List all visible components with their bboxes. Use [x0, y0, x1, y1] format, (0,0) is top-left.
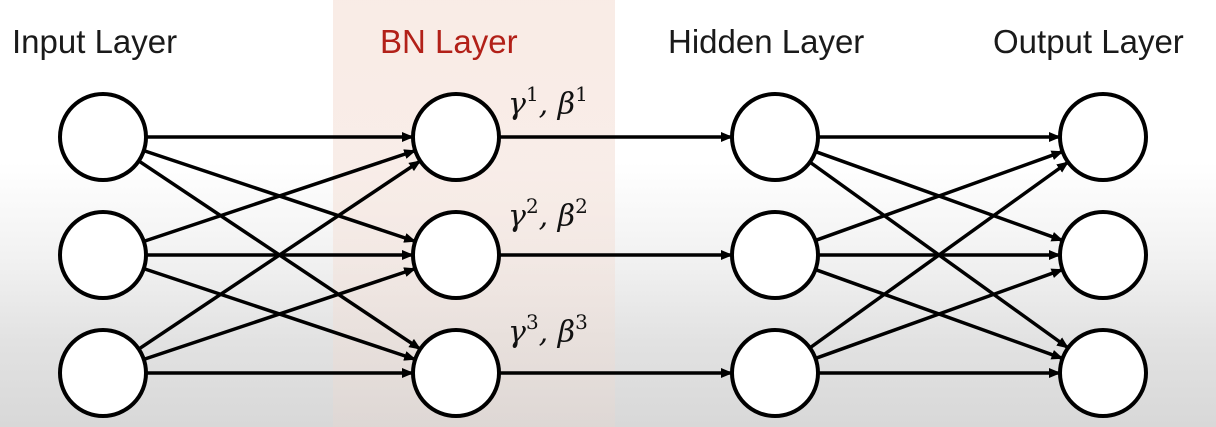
beta-superscript: 2	[575, 194, 588, 218]
edge-input-2-to-bn-1	[143, 148, 417, 244]
hidden-node-2	[730, 210, 820, 300]
bn-node-1	[411, 92, 501, 182]
param-separator: ,	[538, 315, 558, 350]
edge-input-3-to-bn-2	[143, 266, 417, 362]
hidden-layer-title: Hidden Layer	[668, 23, 865, 60]
bn-node-3	[411, 328, 501, 418]
output-node-2	[1058, 210, 1148, 300]
bn-param-label-2: γ2, β2	[508, 196, 588, 234]
gamma-symbol: γ	[508, 199, 526, 234]
beta-symbol: β	[557, 199, 576, 234]
gamma-superscript: 2	[525, 194, 539, 218]
input-node-2	[58, 210, 148, 300]
beta-superscript: 1	[575, 82, 588, 106]
beta-superscript: 3	[575, 310, 588, 334]
edge-input-3-to-bn-1	[137, 159, 422, 351]
gamma-superscript: 1	[525, 82, 539, 106]
gamma-symbol: γ	[508, 315, 526, 350]
bn-layer-title: BN Layer	[380, 23, 518, 60]
hidden-node-1	[730, 92, 820, 182]
output-node-1	[1058, 92, 1148, 182]
bn-param-label-3: γ3, β3	[508, 312, 588, 350]
output-layer-title: Output Layer	[993, 23, 1184, 60]
hidden-node-3	[730, 328, 820, 418]
bn-param-label-1: γ1, β1	[508, 84, 588, 122]
beta-symbol: β	[557, 315, 576, 350]
edge-hidden-3-to-output-1	[808, 160, 1070, 350]
param-separator: ,	[538, 199, 558, 234]
input-node-1	[58, 92, 148, 182]
output-node-3	[1058, 328, 1148, 418]
param-separator: ,	[538, 87, 558, 122]
gamma-superscript: 3	[525, 310, 539, 334]
bn-node-2	[411, 210, 501, 300]
edge-hidden-3-to-output-2	[814, 267, 1064, 361]
input-node-3	[58, 328, 148, 418]
input-layer-title: Input Layer	[12, 23, 178, 60]
gamma-symbol: γ	[508, 87, 526, 122]
edge-hidden-2-to-output-1	[814, 149, 1064, 243]
beta-symbol: β	[557, 87, 576, 122]
